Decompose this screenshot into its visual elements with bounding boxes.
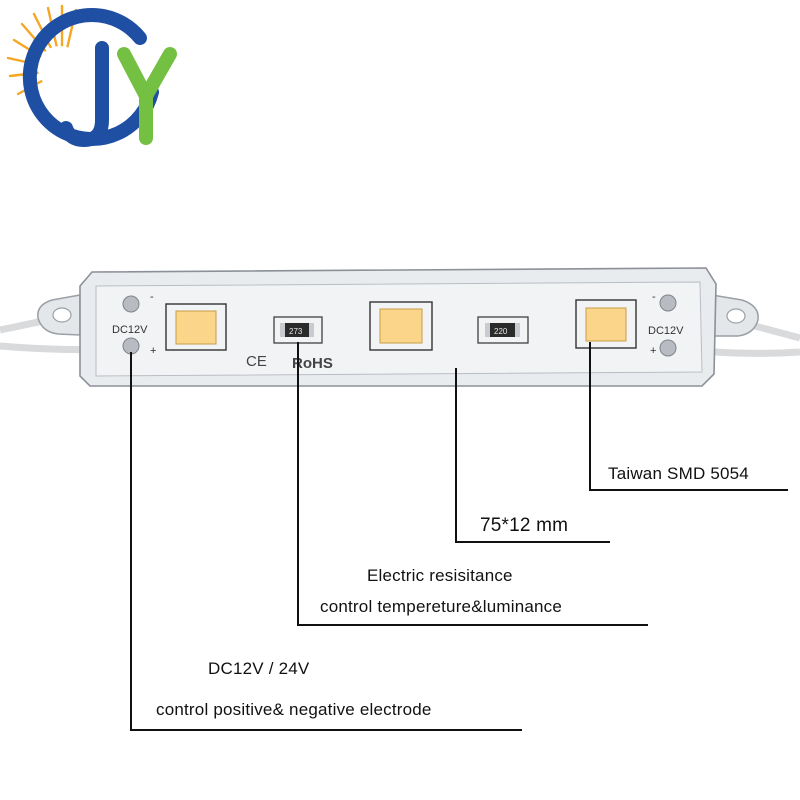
leader-line-size (455, 368, 610, 543)
ce-mark: CE (246, 353, 267, 370)
led-chip (165, 303, 227, 351)
rohs-mark: RoHS (292, 355, 333, 372)
brand-logo (6, 4, 177, 148)
led-chip (575, 299, 637, 349)
logo-arc (22, 8, 159, 146)
pcb-plus-right: + (650, 345, 656, 357)
logo-letter-y (117, 47, 177, 145)
resistor-code-left: 273 (289, 327, 303, 336)
pcb-plus-left: + (150, 345, 156, 357)
solder-pads-right (659, 294, 677, 357)
resistor-right: 220 (477, 316, 529, 344)
leader-line-resistance (297, 342, 648, 626)
pcb-minus-left: - (150, 291, 154, 303)
smd-label: Taiwan SMD 5054 (608, 464, 749, 483)
led-chip (369, 301, 433, 351)
pcb-label-left: DC12V (112, 324, 148, 336)
solder-pads-left (122, 295, 140, 355)
resistance-label-line1: Electric resisitance (367, 566, 513, 585)
resistor-left: 273 (273, 316, 323, 344)
resistance-label-line2: control tempereture&luminance (320, 597, 563, 616)
logo-letter-j (59, 41, 109, 148)
leader-line-voltage (130, 352, 522, 731)
pcb-label-right: DC12V (648, 325, 684, 337)
voltage-label-line1: DC12V / 24V (208, 659, 310, 678)
pcb-minus-right: - (652, 291, 656, 303)
resistor-code-right: 220 (494, 327, 508, 336)
size-label: 75*12 mm (480, 515, 569, 536)
voltage-label-line2: control positive& negative electrode (156, 700, 432, 719)
leader-line-smd (589, 342, 788, 491)
